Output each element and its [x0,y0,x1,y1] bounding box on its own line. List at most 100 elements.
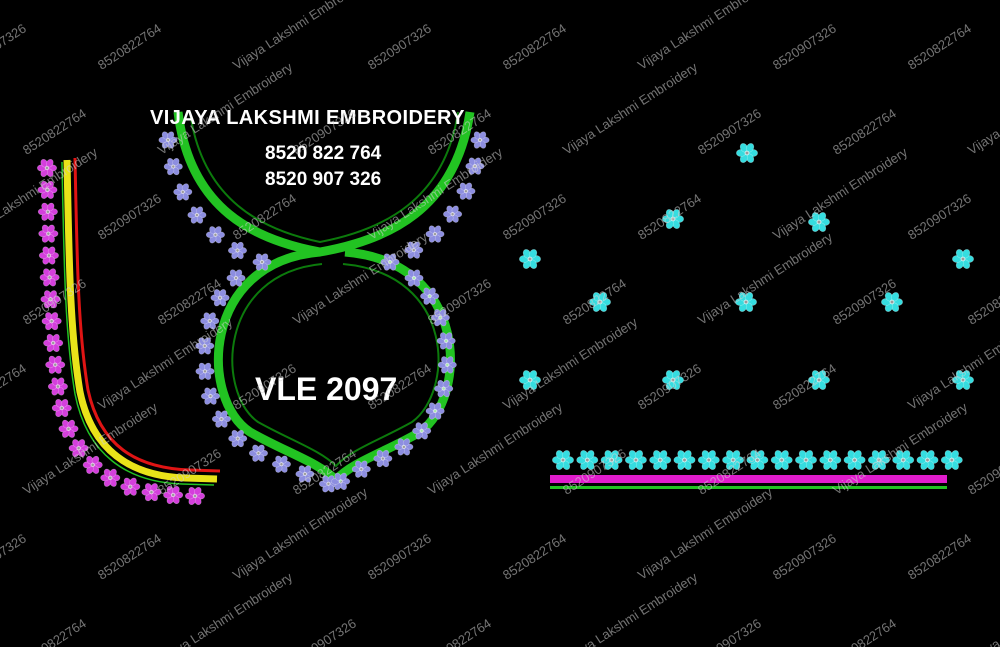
sleeve-flower [120,477,141,496]
neck-flower [248,444,268,462]
sleeve-flower [39,268,60,287]
neck-flower [434,379,454,398]
brand-name: VIJAYA LAKSHMI EMBROIDERY [150,107,465,129]
sleeve-flower [184,486,206,506]
border-flower [819,450,842,470]
sleeve-flower-row [37,158,206,506]
border-flower [940,450,963,470]
border-flower [722,450,745,470]
neck-flower [200,387,220,405]
neck-flower [271,455,291,473]
border-flower [576,450,599,470]
sleeve-flower [68,439,89,458]
neck-flower [425,402,445,420]
neck-flower [187,206,207,224]
border-flower-row [552,450,963,470]
sleeve-flower [43,333,64,352]
phone-number-2: 8520 907 326 [265,169,382,190]
butta-flower [519,370,541,390]
neck-flower [380,253,400,271]
neck-flower [200,312,220,330]
neck-flower [211,410,231,428]
border-flower [867,450,890,470]
border-flower [795,450,817,470]
neck-flower [227,241,248,260]
sleeve-flower [100,468,121,487]
butta-flower [736,143,758,163]
neck-flower [394,438,414,456]
border-flower [770,450,793,470]
sleeve-flower [41,312,62,331]
sleeve-red-line [73,157,221,473]
neck-flower [252,253,272,271]
neck-flower [420,287,440,305]
neck-upper-curve [173,111,475,257]
neck-upper-curve-inner [189,111,459,244]
sleeve-border [37,157,221,506]
neck-lower-almond-inner [231,263,440,468]
border-flower [916,450,939,470]
neck-flower [404,269,424,287]
border-flower [697,450,720,470]
sleeve-flower [45,355,66,374]
neck-design [158,111,490,493]
neck-flower [430,309,450,327]
border-flower [600,450,623,470]
sleeve-flower [58,419,79,438]
border-green-line [550,486,947,489]
sleeve-flower [37,180,58,199]
butta-flower [662,209,684,229]
design-code: VLE 2097 [255,371,398,407]
neck-flower [443,205,463,223]
sleeve-flower [163,485,184,505]
neck-flower [295,465,315,483]
neck-flower [173,183,193,201]
butta-flower [662,370,684,390]
sleeve-flower [47,377,68,396]
sleeve-flower [37,158,57,178]
butta-flower [881,292,903,312]
neck-flower [331,472,351,490]
border-flower [843,450,866,470]
sleeve-flower [37,202,58,221]
neck-flower [456,182,476,200]
neck-flower [163,157,183,176]
neck-flower [404,241,424,259]
border-flower [624,450,647,470]
neck-flower [195,362,215,380]
sleeve-flower [38,246,59,265]
sleeve-green-edge [61,161,215,486]
sleeve-yellow-band [63,159,218,483]
sleeve-flower [82,455,103,474]
neck-flower [437,356,457,374]
neck-flower [425,225,445,243]
neck-flower [436,332,456,350]
border-flower [673,450,696,470]
neck-flower [373,449,393,468]
neck-flower [465,157,485,175]
sleeve-flower [40,290,61,309]
border-magenta-band [550,475,947,483]
border-flower [649,450,672,470]
butta-flower [735,292,757,312]
neck-flower [158,131,178,149]
neck-flower [470,131,490,149]
neck-flower [205,226,225,244]
neck-flower [210,289,230,307]
neck-flower [195,337,215,355]
neck-flower [226,269,246,287]
butta-flower [519,249,541,269]
butta-motif-grid [519,143,974,390]
butta-flower [589,292,611,312]
neck-flower [412,422,432,440]
bottom-border [550,450,963,489]
neck-flower-row [158,131,490,493]
neck-flower [351,460,371,478]
border-flower [892,450,915,470]
neck-flower [228,429,248,448]
sleeve-flower [51,398,72,418]
sleeve-flower [38,224,59,243]
border-flower [746,450,769,470]
